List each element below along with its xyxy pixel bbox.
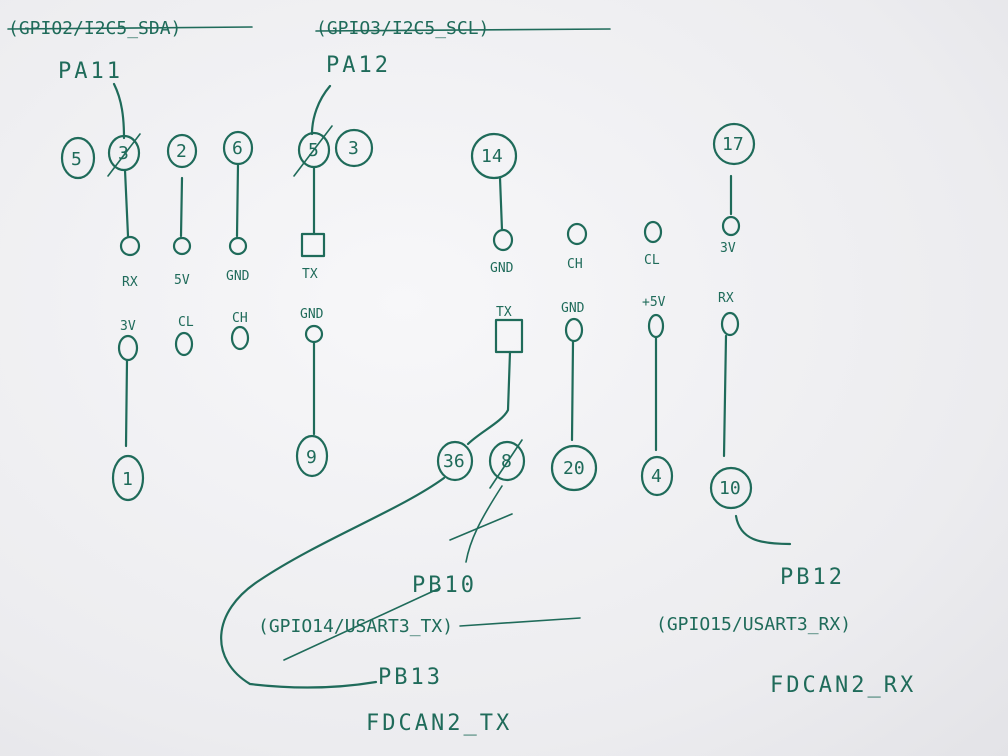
- right-pin-rx: [720, 311, 740, 337]
- right-bottom-pin-label-0: TX: [496, 305, 512, 320]
- left-top-pin-label-3: TX: [302, 267, 318, 282]
- right-pin-tx: [494, 318, 524, 354]
- left-bottom-pin-label-0: 3V: [120, 319, 136, 334]
- right-bottom-num-1-cross: [489, 439, 523, 489]
- right-bottom-num-3: 4: [651, 466, 662, 487]
- right-pin-cl: [643, 220, 663, 244]
- left-top-pin-label-0: RX: [122, 275, 138, 290]
- left-pin-5v: [172, 236, 192, 256]
- right-pin-3v: [721, 215, 741, 237]
- left-top-num-1: 3: [118, 143, 129, 164]
- fdcan-rx-label: FDCAN2_RX: [770, 673, 916, 698]
- left-top-num-circle-5: [334, 128, 374, 168]
- right-bottom-pin-label-3: RX: [718, 291, 734, 306]
- left-wire-5v: [179, 176, 184, 238]
- right-wire-gnd: [498, 176, 504, 232]
- right-pin-gnd2: [564, 317, 584, 343]
- left-pin-3v: [117, 334, 139, 362]
- right-bottom-num-circle-1: [488, 440, 526, 482]
- pa-right-leader: [310, 84, 332, 136]
- pa-label-left: PA11: [58, 59, 123, 84]
- left-pin-cl: [174, 331, 194, 357]
- right-bottom-num-1: 8: [501, 451, 512, 472]
- left-top-num-4-cross: [293, 125, 333, 177]
- strike-line-left: [7, 26, 253, 30]
- strike-label-right: (GPIO3/I2C5_SCL): [316, 18, 489, 39]
- left-top-pin-label-2: GND: [226, 269, 250, 284]
- left-top-num-circle-2: [166, 133, 198, 169]
- pb12-sub-label: (GPIO15/USART3_RX): [656, 614, 851, 635]
- pb10-struck-leader: [465, 485, 503, 563]
- right-bottom-num-circle-3: [640, 455, 674, 497]
- left-wire-gnd: [235, 162, 240, 238]
- left-bottom-pin-label-2: CH: [232, 311, 248, 326]
- right-wire-tx: [466, 350, 512, 446]
- right-bottom-num-4: 10: [719, 478, 741, 499]
- right-bottom-num-circle-4: [709, 466, 753, 510]
- right-bottom-num-circle-2: [550, 444, 598, 492]
- left-pin-rx: [119, 235, 141, 257]
- pb12-label: PB12: [780, 565, 845, 590]
- left-pin-gnd: [228, 236, 248, 256]
- right-pin-5v: [647, 313, 665, 339]
- fdcan-tx-label: FDCAN2_TX: [366, 711, 512, 736]
- pa-label-right: PA12: [326, 53, 391, 78]
- left-top-pin-label-1: 5V: [174, 273, 190, 288]
- pb10-label: PB10: [412, 573, 477, 598]
- left-bottom-num-0: 1: [122, 469, 133, 490]
- left-top-num-1-cross: [107, 133, 141, 177]
- left-bottom-num-circle-1: [295, 434, 329, 478]
- right-bottom-num-2: 20: [563, 458, 585, 479]
- left-bottom-pin-label-3: GND: [300, 307, 324, 322]
- strike-line-right: [315, 28, 611, 32]
- right-pin-gnd: [492, 228, 514, 252]
- right-bottom-pin-label-2: +5V: [642, 295, 666, 310]
- right-wire-rx2: [722, 334, 728, 458]
- left-wire-rx: [123, 168, 130, 238]
- pa-left-leader: [112, 82, 126, 140]
- pb13-connection-curve: [220, 476, 446, 689]
- right-top-num-circle-0: [470, 132, 518, 180]
- pb12-leader: [734, 514, 792, 546]
- right-top-pin-label-1: CH: [567, 257, 583, 272]
- right-top-num-circle-1: [712, 122, 756, 166]
- left-top-num-0: 5: [71, 149, 82, 170]
- left-bottom-pin-label-1: CL: [178, 315, 194, 330]
- pb13-label: PB13: [378, 665, 443, 690]
- left-top-num-2: 2: [176, 141, 187, 162]
- pb10-strike-1: [283, 587, 441, 661]
- left-pin-tx: [300, 232, 326, 258]
- right-top-num-1: 17: [722, 134, 744, 155]
- right-top-pin-label-2: CL: [644, 253, 660, 268]
- left-bottom-num-circle-0: [111, 454, 145, 502]
- right-top-pin-label-0: GND: [490, 261, 514, 276]
- right-bottom-num-0: 36: [443, 451, 465, 472]
- pb10-strike-2: [459, 617, 581, 627]
- left-top-num-5: 3: [348, 138, 359, 159]
- left-top-num-3: 6: [232, 138, 243, 159]
- right-wire-gnd3: [570, 340, 575, 442]
- left-wire-3v: [124, 358, 129, 448]
- left-top-num-circle-0: [60, 136, 96, 180]
- left-pin-ch: [230, 325, 250, 351]
- right-top-pin-label-3: 3V: [720, 241, 736, 256]
- left-bottom-num-1: 9: [306, 447, 317, 468]
- right-top-num-0: 14: [481, 146, 503, 167]
- right-bottom-num-circle-0: [436, 440, 474, 482]
- right-pin-ch: [566, 222, 588, 246]
- left-pin-gnd2: [304, 324, 324, 344]
- right-bottom-pin-label-1: GND: [561, 301, 585, 316]
- pb10-leader-cross: [449, 513, 513, 541]
